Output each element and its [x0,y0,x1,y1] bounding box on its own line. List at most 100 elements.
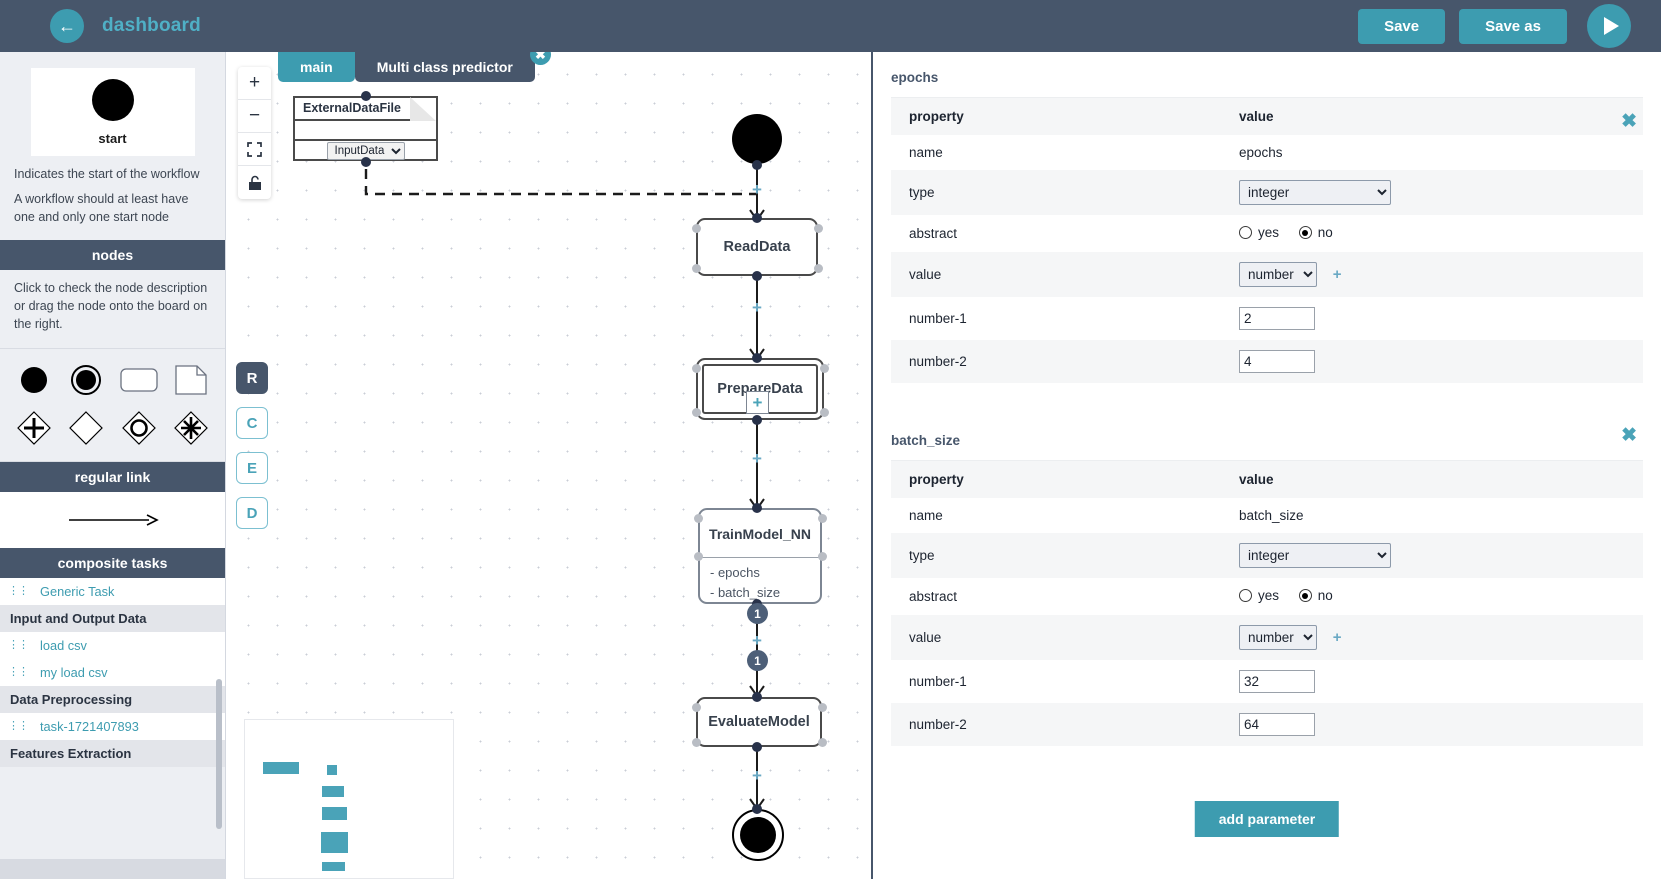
list-item[interactable]: ⋮⋮ my load csv [0,658,225,686]
node-port[interactable] [752,742,762,752]
node-port[interactable] [752,415,762,425]
node-preparedata[interactable]: PrepareData [696,358,824,420]
expand-subworkflow-button[interactable]: + [746,391,769,414]
composite-tasks-scrollbar[interactable] [216,679,222,829]
node-port[interactable] [692,408,701,417]
parallel-gateway-icon[interactable] [14,410,54,445]
type-select[interactable]: integer [1239,543,1391,568]
node-port[interactable] [692,364,701,373]
workflow-canvas[interactable]: main Multi class predictor ✖ + − R C E D [226,52,871,879]
number-input[interactable] [1239,670,1315,693]
drag-handle-icon[interactable]: ⋮⋮ [8,584,29,597]
lock-icon[interactable] [238,166,271,199]
node-port[interactable] [692,703,701,712]
value-kind-select[interactable]: number [1239,625,1317,650]
node-port[interactable] [814,264,823,273]
node-port[interactable] [692,738,701,747]
end-node[interactable] [732,809,784,861]
external-data-file-node[interactable]: ExternalDataFile InputData [293,96,438,161]
list-item[interactable]: ⋮⋮ load csv [0,631,225,659]
node-readdata[interactable]: ReadData [696,218,818,276]
radio-yes[interactable] [1239,226,1252,239]
zoom-out-icon[interactable]: − [238,100,271,133]
abstract-no-option[interactable]: no [1298,588,1333,603]
tab-main[interactable]: main [278,52,355,82]
complex-gateway-icon[interactable] [171,410,211,445]
node-port[interactable] [820,364,829,373]
link-badge[interactable]: 1 [747,603,768,624]
node-evaluatemodel[interactable]: EvaluateModel [696,697,822,747]
add-parameter-button[interactable]: add parameter [1194,801,1340,837]
abstract-yes-option[interactable]: yes [1239,225,1279,240]
inclusive-gateway-icon[interactable] [119,410,159,445]
plus-icon[interactable]: + [752,449,762,468]
value-kind-select[interactable]: number [1239,262,1317,287]
run-button[interactable] [1587,4,1631,48]
exclusive-gateway-icon[interactable] [66,410,106,445]
canvas-zoom-toolbar: + − [238,67,271,199]
number-input[interactable] [1239,350,1315,373]
drag-handle-icon[interactable]: ⋮⋮ [8,638,29,651]
plus-icon[interactable]: + [1332,266,1342,283]
plus-icon[interactable]: + [752,298,762,317]
input-data-select[interactable]: InputData [326,142,405,160]
node-port[interactable] [752,213,762,223]
abstract-no-option[interactable]: no [1298,225,1333,240]
close-icon[interactable]: ✖ [1621,425,1637,446]
mode-button-d[interactable]: D [236,497,268,529]
mode-button-r[interactable]: R [236,362,268,394]
back-button[interactable]: ← [50,9,84,43]
mode-button-e[interactable]: E [236,452,268,484]
data-node-icon[interactable] [171,363,211,397]
node-port[interactable] [361,91,371,101]
node-port[interactable] [361,157,371,167]
link-preview[interactable] [0,491,225,548]
drag-handle-icon[interactable]: ⋮⋮ [8,719,29,732]
type-select[interactable]: integer [1239,180,1391,205]
task-node-icon[interactable] [119,363,159,397]
plus-icon[interactable]: + [752,631,762,650]
node-port[interactable] [694,552,703,561]
mode-button-c[interactable]: C [236,407,268,439]
end-node-icon[interactable] [66,363,106,397]
tab-multi-class-predictor[interactable]: Multi class predictor [354,52,535,82]
node-port[interactable] [814,224,823,233]
node-port[interactable] [752,804,762,814]
node-port[interactable] [694,514,703,523]
node-port[interactable] [752,503,762,513]
node-port[interactable] [692,264,701,273]
number-input[interactable] [1239,713,1315,736]
start-node[interactable] [732,114,782,164]
number-input[interactable] [1239,307,1315,330]
save-button[interactable]: Save [1358,8,1446,44]
node-trainmodel-nn[interactable]: TrainModel_NN - epochs - batch_size [698,508,822,604]
link-badge[interactable]: 1 [747,650,768,671]
close-icon[interactable]: ✖ [1621,111,1637,132]
radio-no[interactable] [1298,589,1312,602]
node-port[interactable] [752,271,762,281]
fit-screen-icon[interactable] [238,133,271,166]
list-item[interactable]: ⋮⋮ task-1721407893 [0,712,225,740]
list-item[interactable]: ⋮⋮ Generic Task [0,577,225,605]
plus-icon[interactable]: + [752,766,762,785]
node-port[interactable] [820,408,829,417]
node-port[interactable] [818,514,827,523]
node-port[interactable] [818,552,827,561]
abstract-yes-option[interactable]: yes [1239,588,1279,603]
node-port[interactable] [692,224,701,233]
start-node-icon[interactable] [14,363,54,397]
zoom-in-icon[interactable]: + [238,67,271,100]
canvas-minimap[interactable] [244,719,454,879]
node-port[interactable] [752,353,762,363]
node-port[interactable] [818,738,827,747]
radio-yes[interactable] [1239,589,1252,602]
save-as-button[interactable]: Save as [1459,8,1567,44]
plus-icon[interactable]: + [1332,629,1342,646]
plus-icon[interactable]: + [752,180,762,199]
node-port[interactable] [752,692,762,702]
node-port[interactable] [818,703,827,712]
radio-no[interactable] [1298,226,1312,239]
close-icon[interactable]: ✖ [530,52,551,65]
node-port[interactable] [752,160,762,170]
drag-handle-icon[interactable]: ⋮⋮ [8,665,29,678]
